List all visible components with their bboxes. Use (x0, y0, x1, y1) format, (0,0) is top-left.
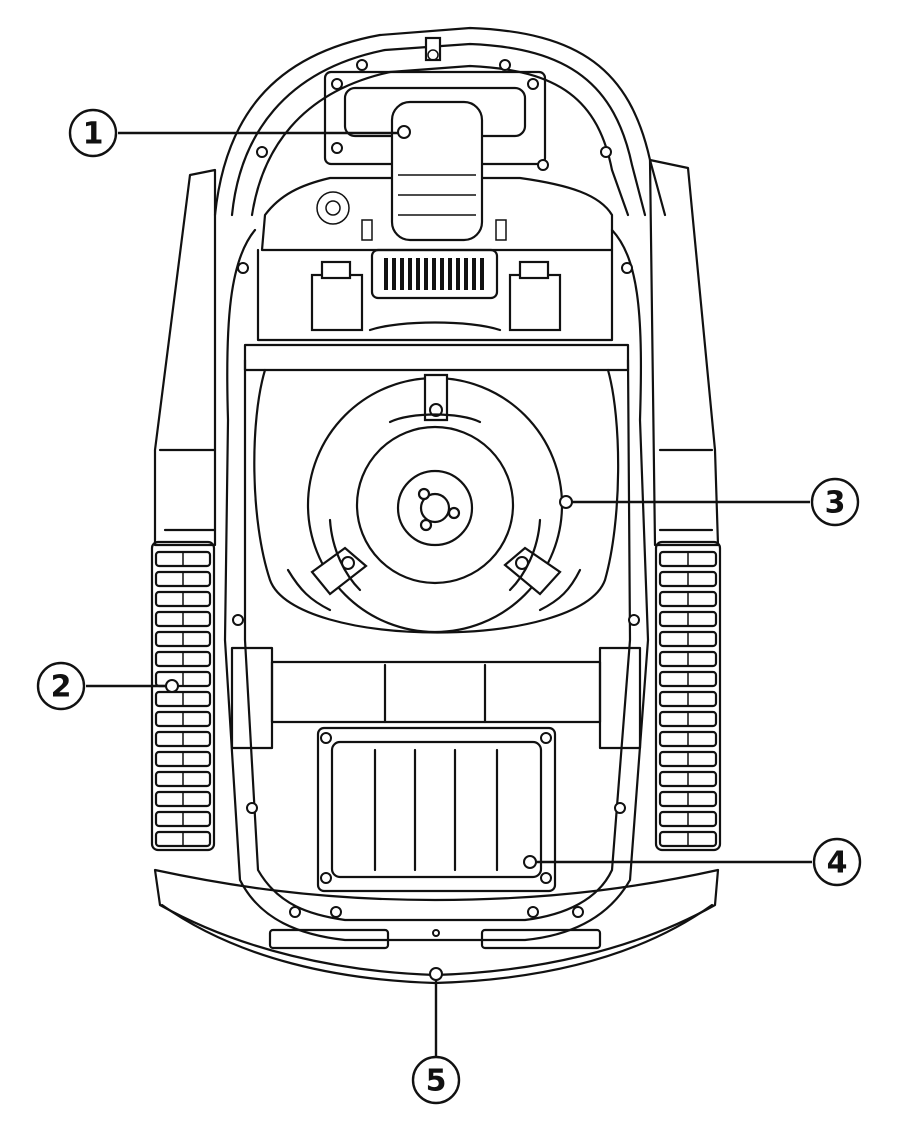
callout-4-label: 4 (827, 846, 848, 881)
vent-slot (440, 258, 444, 290)
callout-2-label: 2 (51, 670, 72, 705)
callout-4: 4 (536, 837, 862, 887)
right-side-panel (648, 158, 720, 547)
vent-slot (384, 258, 388, 290)
battery-cover (246, 726, 626, 918)
vent-and-sensors (237, 248, 633, 332)
vent-slot (448, 258, 452, 290)
chassis-body (223, 176, 650, 942)
rear-axle-cover (230, 614, 642, 750)
callout-2: 2 (36, 661, 166, 711)
right-wheel (654, 540, 722, 852)
left-wheel (150, 540, 216, 852)
vent-slot (408, 258, 412, 290)
callout-5-label: 5 (426, 1064, 447, 1099)
callout-3-label: 3 (825, 486, 846, 521)
blade-disc (253, 368, 620, 634)
vent-slot (480, 258, 484, 290)
vent-slot (400, 258, 404, 290)
vent-slot (392, 258, 396, 290)
carry-handle (256, 59, 612, 242)
front-bumper (153, 868, 720, 985)
vent-slot (424, 258, 428, 290)
callout-5: 5 (411, 980, 461, 1105)
left-side-panel (153, 168, 217, 547)
callout-3: 3 (572, 477, 860, 527)
vent-slot (456, 258, 460, 290)
vent-slot (464, 258, 468, 290)
callout-1-label: 1 (83, 117, 104, 152)
vent-slot (472, 258, 476, 290)
vent-slot (432, 258, 436, 290)
top-shell (213, 26, 667, 217)
vent-slot (416, 258, 420, 290)
callout-1: 1 (68, 108, 398, 158)
